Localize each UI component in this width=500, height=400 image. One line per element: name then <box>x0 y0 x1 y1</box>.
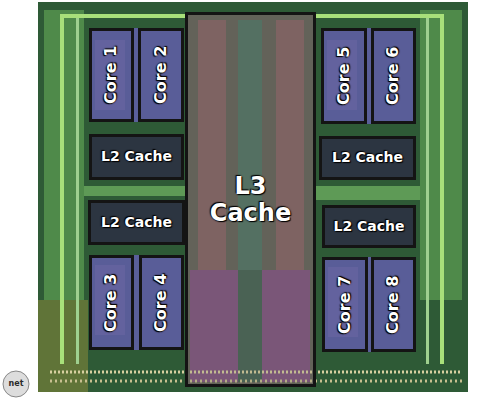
core-label: Core 8 <box>385 275 403 333</box>
core-label: Core 4 <box>153 273 171 331</box>
l2-cache-block: L2 Cache <box>319 136 416 180</box>
cache-label: L3 Cache <box>206 173 296 226</box>
cache-label: L2 Cache <box>101 149 172 164</box>
core-block: Core 3 <box>89 255 134 350</box>
l2-cache-block: L2 Cache <box>89 134 184 180</box>
core-label: Core 1 <box>103 46 121 104</box>
cache-label: L2 Cache <box>101 215 172 230</box>
l2-cache-block: L2 Cache <box>322 205 416 248</box>
core-block: Core 8 <box>371 257 416 352</box>
l2-cache-block: L2 Cache <box>88 200 185 245</box>
cache-label: L2 Cache <box>333 219 404 234</box>
core-label: Core 3 <box>103 273 121 331</box>
core-block: Core 7 <box>322 257 368 352</box>
core-label: Core 2 <box>152 46 170 104</box>
watermark: net <box>3 379 29 388</box>
core-block: Core 1 <box>89 28 134 122</box>
core-block: Core 4 <box>139 255 184 350</box>
core-label: Core 6 <box>385 47 403 105</box>
core-block: Core 6 <box>371 28 416 124</box>
l3-cache-block: L3 Cache <box>185 12 316 387</box>
cache-label: L2 Cache <box>332 150 403 165</box>
core-label: Core 7 <box>336 275 354 333</box>
core-block: Core 2 <box>138 28 184 122</box>
core-block: Core 5 <box>321 28 367 124</box>
core-label: Core 5 <box>335 47 353 105</box>
